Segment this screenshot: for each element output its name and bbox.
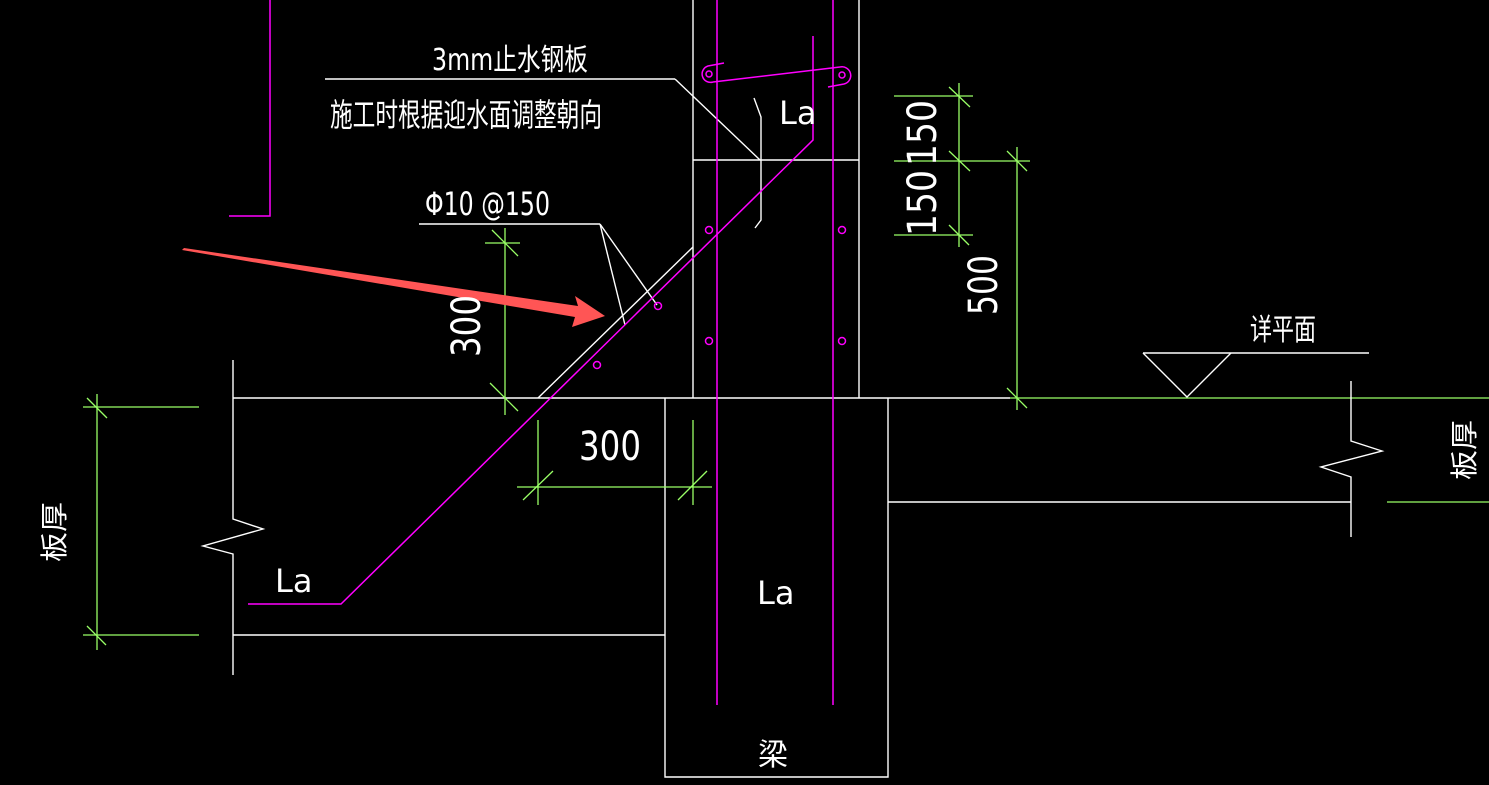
elevation-marker [1142, 352, 1369, 398]
dim-diag-vertical [485, 228, 520, 415]
anchor-beam-label: La [757, 574, 794, 612]
top-left-rebar [229, 0, 271, 217]
anchor-top-label: La [779, 94, 816, 132]
slab-thickness-left-label: 板厚 [38, 502, 71, 562]
distribution-bars [592, 225, 847, 370]
wall-rebars [716, 0, 834, 705]
dim-wall-height-value: 500 [961, 255, 1007, 315]
slab-outline [233, 397, 1489, 636]
haunch-rebar [248, 36, 814, 605]
dim-diag-horizontal-value: 300 [579, 424, 641, 470]
rebar-spec-label: Φ10 @150 [425, 185, 550, 223]
slab-thickness-right-label: 板厚 [1448, 420, 1481, 480]
left-break-line [200, 360, 266, 675]
beam-label: 梁 [758, 738, 788, 773]
rebar-spec-leader [419, 223, 658, 326]
dim-diag-horizontal [517, 420, 712, 505]
detail-plan-label: 详平面 [1250, 313, 1316, 348]
annotation-arrow [182, 248, 605, 327]
wall-tie [701, 62, 852, 88]
dim-slab-left [83, 394, 199, 650]
dim-wall-top [894, 83, 1030, 410]
anchor-left-label: La [275, 562, 312, 600]
dim-diag-vertical-value: 300 [444, 295, 490, 357]
haunch-chamfer [537, 246, 694, 399]
right-break-line [1318, 381, 1385, 537]
waterstop-note: 施工时根据迎水面调整朝向 [330, 96, 602, 134]
wall-outline [692, 0, 860, 398]
waterstop-label: 3mm止水钢板 [432, 43, 588, 78]
beam-outline [664, 398, 889, 778]
dim-top-spacing-2: 150 [900, 100, 946, 166]
dim-top-spacing-1: 150 [900, 170, 946, 236]
